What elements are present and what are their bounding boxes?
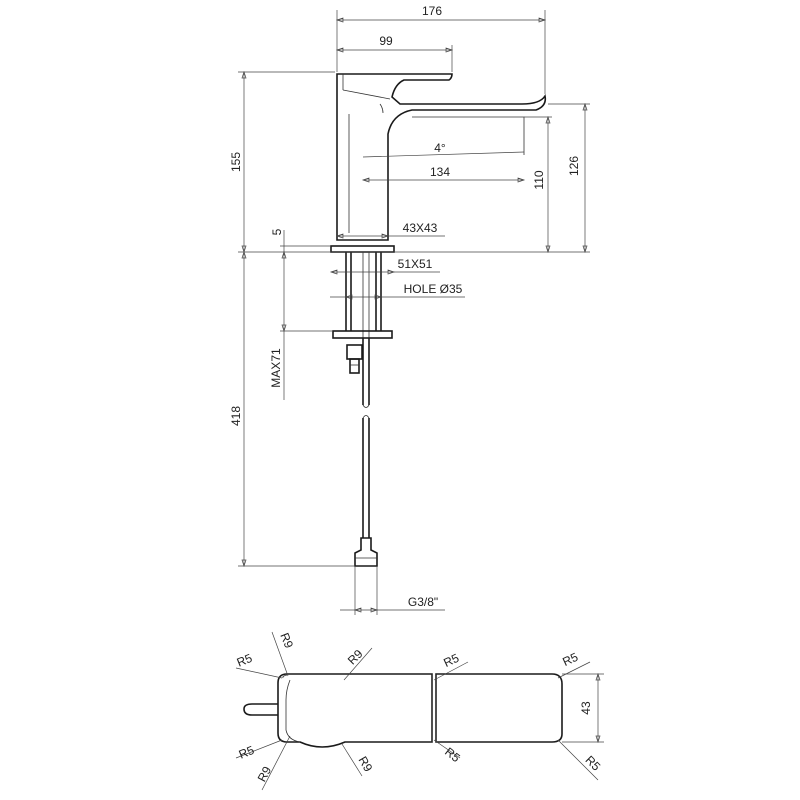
radius-label-tl-r9: R9 (277, 631, 296, 651)
radius-label-tr-r5: R5 (560, 650, 580, 669)
radius-label-tl-r5: R5 (235, 651, 255, 670)
faucet-body (336, 73, 547, 241)
hose-end-fitting (354, 537, 378, 567)
radius-label-top-r9: R9 (345, 647, 366, 668)
side-view: 176 99 4° 134 43X43 155 110 126 (229, 4, 590, 615)
top-body-outline (277, 673, 433, 748)
angle-label: 4° (434, 141, 446, 155)
base-plate (330, 245, 395, 253)
dim-total-height: 155 (229, 152, 243, 172)
radius-label-top-r5: R5 (441, 651, 461, 670)
top-view: R5 R9 R9 R5 R5 R5 R9 R9 R5 R5 43 (235, 631, 604, 791)
dim-thread: G3/8" (408, 595, 438, 609)
dim-spout-reach: 134 (430, 165, 450, 179)
dim-top-width: 43 (579, 701, 593, 715)
dim-hole: HOLE Ø35 (404, 282, 463, 296)
dim-base-plate: 51X51 (398, 257, 433, 271)
dim-max-thickness: MAX71 (269, 348, 283, 388)
dim-spout-top-height: 126 (567, 156, 581, 176)
counter-plate (332, 330, 393, 339)
radius-label-br-r5: R5 (582, 753, 603, 774)
top-spout-outline (435, 673, 563, 743)
radius-label-bl-r5: R5 (237, 743, 257, 762)
dim-spout-outlet-height: 110 (532, 170, 546, 189)
dim-overall-length: 176 (422, 4, 442, 18)
radius-label-bottom-r9: R9 (356, 754, 376, 775)
dim-hose-length: 418 (229, 406, 243, 426)
radius-label-bl-r9: R9 (255, 764, 275, 784)
dim-base-thickness: 5 (270, 228, 284, 235)
lever-knob (243, 703, 278, 716)
dim-body-section: 43X43 (403, 221, 438, 235)
dim-lever-length: 99 (379, 34, 393, 48)
